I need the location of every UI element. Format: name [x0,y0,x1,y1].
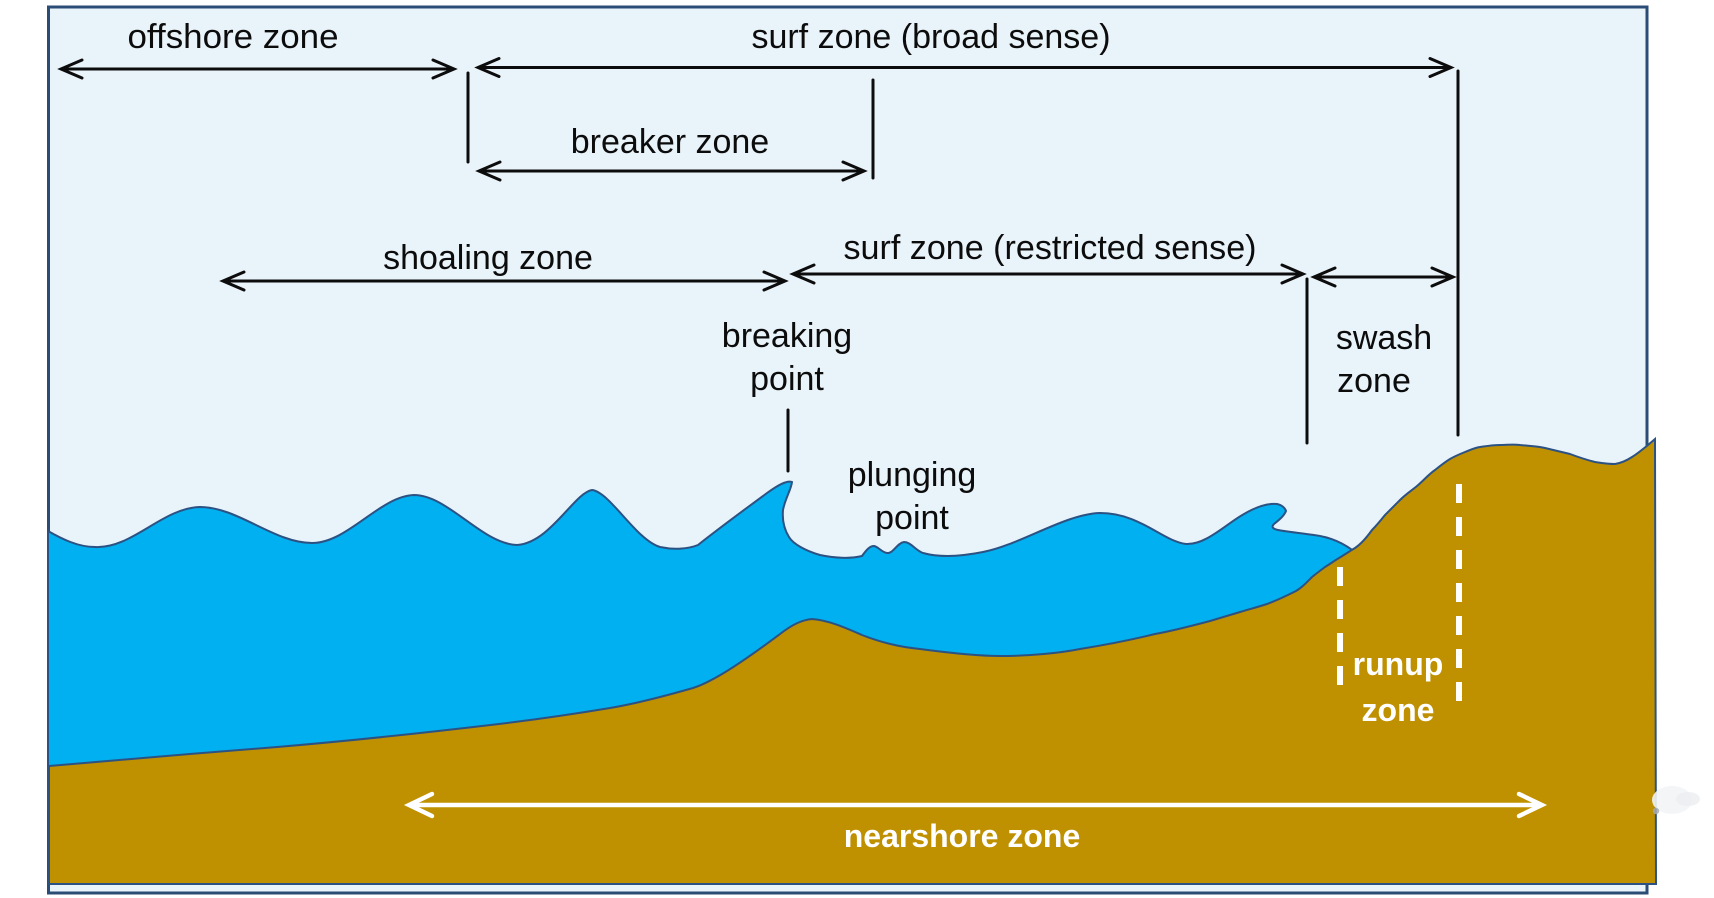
svg-text:shoaling zone: shoaling zone [383,239,593,277]
svg-text:offshore zone: offshore zone [128,18,339,56]
svg-text:surf zone (restricted sense): surf zone (restricted sense) [844,229,1257,267]
svg-text:surf zone (broad sense): surf zone (broad sense) [751,18,1110,56]
svg-text:zone: zone [1337,362,1411,400]
svg-text:zone: zone [1362,692,1435,728]
svg-text:breaker zone: breaker zone [571,123,769,161]
svg-text:swash: swash [1336,319,1432,357]
svg-text:nearshore zone: nearshore zone [844,818,1081,854]
svg-text:runup: runup [1353,646,1444,682]
svg-text:plunging: plunging [848,456,977,494]
svg-text:point: point [750,360,824,398]
svg-text:breaking: breaking [722,317,852,355]
svg-text:point: point [875,499,949,537]
